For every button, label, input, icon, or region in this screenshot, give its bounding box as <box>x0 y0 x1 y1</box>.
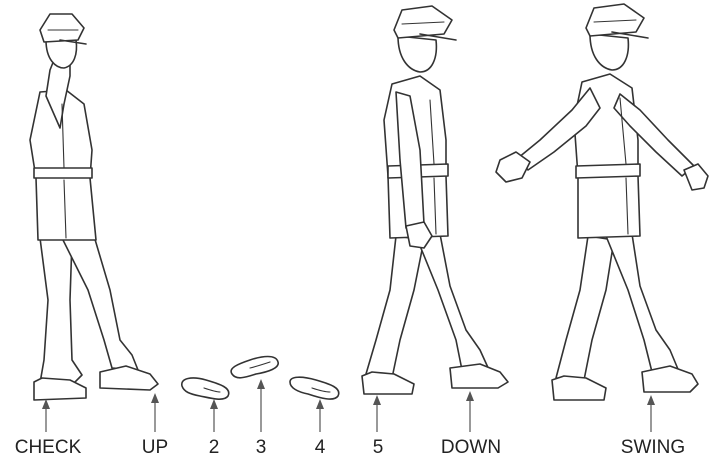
label-step-2: 2 <box>209 437 220 458</box>
footprint-2 <box>182 378 229 399</box>
figure-swing <box>496 4 708 400</box>
figure-down <box>362 6 508 394</box>
arrow-down <box>466 391 474 432</box>
footprint-4 <box>290 377 339 399</box>
label-up: UP <box>142 437 168 458</box>
footprint-3 <box>231 357 278 378</box>
arrow-5 <box>373 395 381 432</box>
arrow-2 <box>210 399 218 432</box>
label-step-5: 5 <box>373 437 384 458</box>
label-down: DOWN <box>441 437 501 458</box>
label-step-3: 3 <box>256 437 267 458</box>
arrow-3 <box>257 379 265 432</box>
arrow-4 <box>316 399 324 432</box>
arrow-check <box>42 399 50 432</box>
figure-check <box>30 14 158 400</box>
arrow-up <box>151 393 159 432</box>
arrow-swing <box>647 395 655 432</box>
label-swing: SWING <box>621 437 685 458</box>
label-step-4: 4 <box>315 437 326 458</box>
label-check: CHECK <box>15 437 82 458</box>
